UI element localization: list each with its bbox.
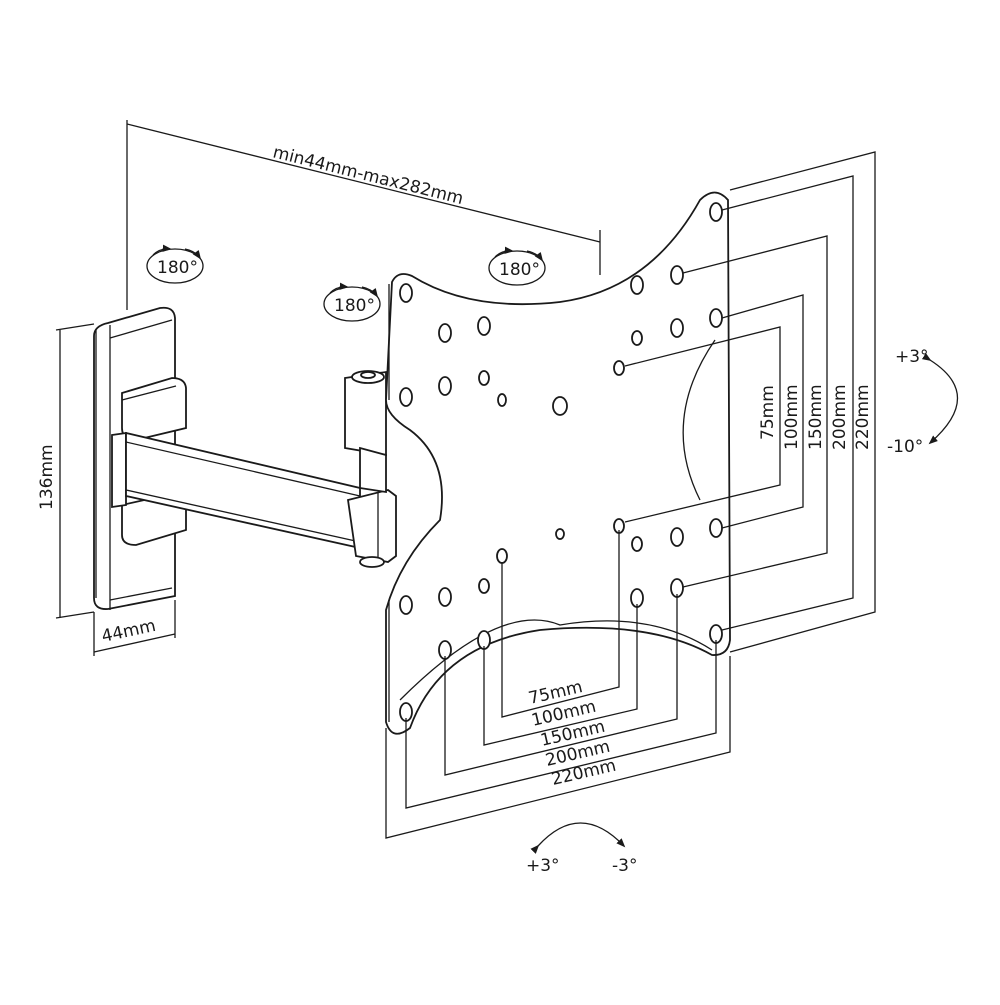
- hole: [478, 370, 490, 386]
- extension-dimension: min44mm-max282mm: [126, 120, 601, 310]
- hole: [477, 316, 491, 336]
- tilt-indicator: +3° -10°: [887, 347, 958, 457]
- swivel-label-plate: 180°: [499, 260, 540, 280]
- vesa-plate: [385, 191, 731, 735]
- extension-label: min44mm-max282mm: [271, 142, 466, 209]
- hole: [478, 578, 490, 594]
- hole: [399, 595, 413, 615]
- swivel-indicator-plate: 180°: [488, 246, 546, 286]
- tilt-down-label: -10°: [887, 437, 923, 457]
- hole: [438, 376, 452, 396]
- vesa-vertical-100-label: 100mm: [782, 384, 802, 450]
- wall-plate-height-label: 136mm: [37, 444, 57, 510]
- swivel-indicator-arm: 180°: [323, 282, 381, 322]
- vesa-vertical-150-label: 150mm: [806, 384, 826, 450]
- hole: [552, 396, 568, 416]
- swing-arm: [111, 370, 397, 568]
- hole: [709, 308, 723, 328]
- hole: [399, 283, 413, 303]
- vesa-holes: [399, 202, 723, 722]
- hole: [631, 330, 643, 346]
- swivel-label-arm: 180°: [334, 296, 375, 316]
- vesa-vertical-200-label: 200mm: [830, 384, 850, 450]
- hole: [631, 536, 643, 552]
- hole: [399, 387, 413, 407]
- hole: [497, 393, 507, 407]
- swivel-label-wall: 180°: [157, 258, 198, 278]
- level-left-label: +3°: [526, 856, 560, 876]
- tilt-up-label: +3°: [895, 347, 929, 367]
- hole: [670, 265, 684, 285]
- level-indicator: +3° -3°: [526, 822, 637, 876]
- vesa-vertical-dimensions: 75mm 100mm 150mm 200mm 220mm: [624, 151, 876, 653]
- level-right-label: -3°: [612, 856, 637, 876]
- vesa-vertical-75-label: 75mm: [758, 385, 778, 440]
- hole: [438, 587, 452, 607]
- hole: [709, 202, 723, 222]
- hole: [670, 527, 684, 547]
- hole: [613, 360, 625, 376]
- hole: [630, 275, 644, 295]
- hole: [670, 318, 684, 338]
- hole: [496, 548, 508, 564]
- wall-plate-width-label: 44mm: [100, 616, 158, 647]
- hole: [709, 518, 723, 538]
- wall-plate-height-dimension: 136mm: [37, 323, 95, 619]
- hole: [438, 323, 452, 343]
- swivel-indicator-wall: 180°: [146, 244, 204, 284]
- vesa-vertical-220-label: 220mm: [853, 384, 873, 450]
- hole: [555, 528, 565, 540]
